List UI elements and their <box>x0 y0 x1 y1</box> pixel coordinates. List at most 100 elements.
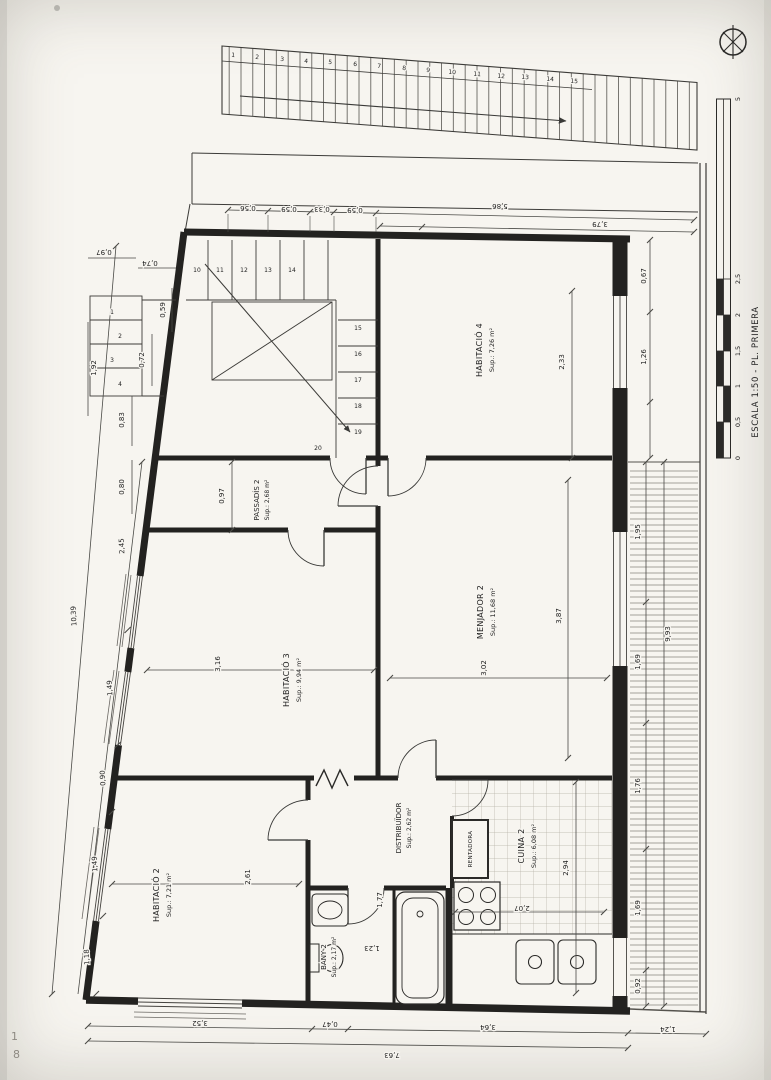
step-number: 5 <box>328 59 332 66</box>
stove <box>453 881 501 931</box>
step-number: 1 <box>110 309 114 316</box>
step-number: 19 <box>354 429 362 436</box>
dim-label: 0,80 <box>118 479 126 495</box>
step-number: 14 <box>288 267 296 274</box>
dim-label: 0,47 <box>322 1020 338 1028</box>
step-number: 13 <box>521 74 529 82</box>
interior-staircase <box>186 240 378 458</box>
room-title: PASSADÍS 2 <box>252 480 261 521</box>
double-sink <box>515 939 597 985</box>
kitchen <box>451 819 612 985</box>
dim-label: 2,94 <box>562 860 570 876</box>
room-area: Sup.: 6,08 m² <box>530 824 538 869</box>
step-number: 9 <box>426 67 430 74</box>
step-number: 4 <box>118 381 122 388</box>
step-number: 15 <box>570 78 578 86</box>
door-arc-menjador-distribuidor <box>397 739 437 779</box>
room-title: HABITACIÓ 2 <box>150 868 161 922</box>
dim-label: 1,24 <box>660 1025 676 1033</box>
dim-label: 0,67 <box>640 268 648 284</box>
step-number: 11 <box>473 71 481 79</box>
dim-label: 1,77 <box>376 892 384 908</box>
window-sills <box>81 573 247 1020</box>
dim-label: 3,64 <box>480 1023 496 1031</box>
door-arc-bany <box>347 887 385 925</box>
step-number: 18 <box>354 403 362 410</box>
step-number: 6 <box>353 61 357 68</box>
step-number: 11 <box>216 267 224 274</box>
step-number: 4 <box>304 58 308 65</box>
dim-label: 10,39 <box>69 606 78 626</box>
door-arc-habitacio4 <box>387 457 427 497</box>
dim-label: 5,86 <box>492 202 508 210</box>
dim-label: 1,69 <box>634 900 642 916</box>
step-number: 14 <box>546 76 554 84</box>
scale-tick-label: 5 <box>734 97 742 101</box>
step-number: 20 <box>314 445 322 452</box>
room-title: CUINA 2 <box>517 829 526 864</box>
room-label-cuina2: CUINA 2 Sup.: 6,08 m² <box>516 822 540 869</box>
margin-note: 8 <box>13 1048 20 1061</box>
door-arc-cuina <box>451 779 489 817</box>
stair-direction-arrow <box>239 95 567 124</box>
room-title: HABITACIÓ 4 <box>473 323 484 377</box>
dim-label: 0,92 <box>634 978 642 994</box>
room-area: Sup.: 7,21 m² <box>165 873 173 918</box>
room-title: MENJADOR 2 <box>476 585 485 639</box>
dim-label: 0,74 <box>142 259 158 267</box>
step-number: 12 <box>497 73 505 81</box>
washbasin <box>311 893 349 927</box>
room-area: Sup.: 2,17 m² <box>331 936 338 977</box>
room-area: Sup.: 2,68 m² <box>264 479 271 520</box>
margin-notes: 1 8 <box>11 1030 20 1061</box>
room-title: HABITACIÓ 3 <box>280 653 291 707</box>
dim-label: 1,18 <box>83 949 92 965</box>
scale-tick-label: 1,5 <box>734 346 742 356</box>
dim-label: 9,93 <box>664 626 672 642</box>
door-arc-habitacio2 <box>267 799 309 841</box>
dim-label: 1,26 <box>640 349 648 365</box>
room-title: BANY 2 <box>320 944 328 970</box>
stair-step-numbers: 1 2 3 4 5 6 7 8 9 10 11 12 13 14 15 10 1… <box>109 51 580 454</box>
room-area: Sup.: 11,68 m² <box>489 587 497 636</box>
dim-label: 0,59 <box>281 205 297 213</box>
step-number: 3 <box>110 357 114 364</box>
step-number: 7 <box>377 63 381 70</box>
dim-label: 0,59 <box>347 206 363 214</box>
room-area: Sup.: 9,94 m² <box>295 658 303 703</box>
dim-label: 0,97 <box>96 248 112 256</box>
terrace-decking <box>628 461 707 1013</box>
dim-label: 0,90 <box>99 770 108 786</box>
room-title: DISTRIBUÏDOR <box>394 802 403 853</box>
room-labels: HABITACIÓ 4 Sup.: 7,26 m² PASSADÍS 2 Sup… <box>149 322 540 979</box>
exterior-staircase <box>221 45 698 151</box>
north-symbol-icon <box>719 25 747 59</box>
door-arc-habitacio3 <box>287 529 325 567</box>
room-area: Sup.: 2,62 m² <box>406 807 413 848</box>
graphic-scale-bar: 0 0,5 1 1,5 2 2,5 5 ESCALA 1:50 - PL. PR… <box>716 97 761 460</box>
dim-label: 7,63 <box>384 1051 400 1059</box>
dim-label: 3,16 <box>214 656 222 672</box>
dim-label: 1,49 <box>91 856 100 872</box>
dim-label: 1,76 <box>634 778 642 794</box>
sheet-title: ESCALA 1:50 - PL. PRIMERA <box>751 306 761 437</box>
windows <box>81 296 629 1020</box>
step-number: 12 <box>240 267 248 274</box>
dimension-lines <box>48 206 710 1052</box>
scale-tick-label: 0 <box>734 456 742 460</box>
dim-label: 0,97 <box>218 488 226 504</box>
step-number: 10 <box>448 69 456 77</box>
side-stair <box>89 295 176 397</box>
stove-burners <box>458 887 496 925</box>
door-arc-passadis-menjador <box>337 465 379 507</box>
room-label-habitacio2: HABITACIÓ 2 Sup.: 7,21 m² <box>149 867 175 924</box>
dim-label: 0,56 <box>240 204 256 212</box>
dim-label: 3,79 <box>592 220 608 228</box>
step-number: 16 <box>354 351 362 358</box>
dimension-labels: 0,56 0,59 0,33 0,59 5,86 3,79 3,52 0,47 … <box>68 201 677 1061</box>
room-area: Sup.: 7,26 m² <box>488 328 496 373</box>
dim-label: 2,61 <box>244 869 252 885</box>
dim-label: 0,83 <box>118 412 126 428</box>
dim-label: 3,87 <box>555 608 563 624</box>
